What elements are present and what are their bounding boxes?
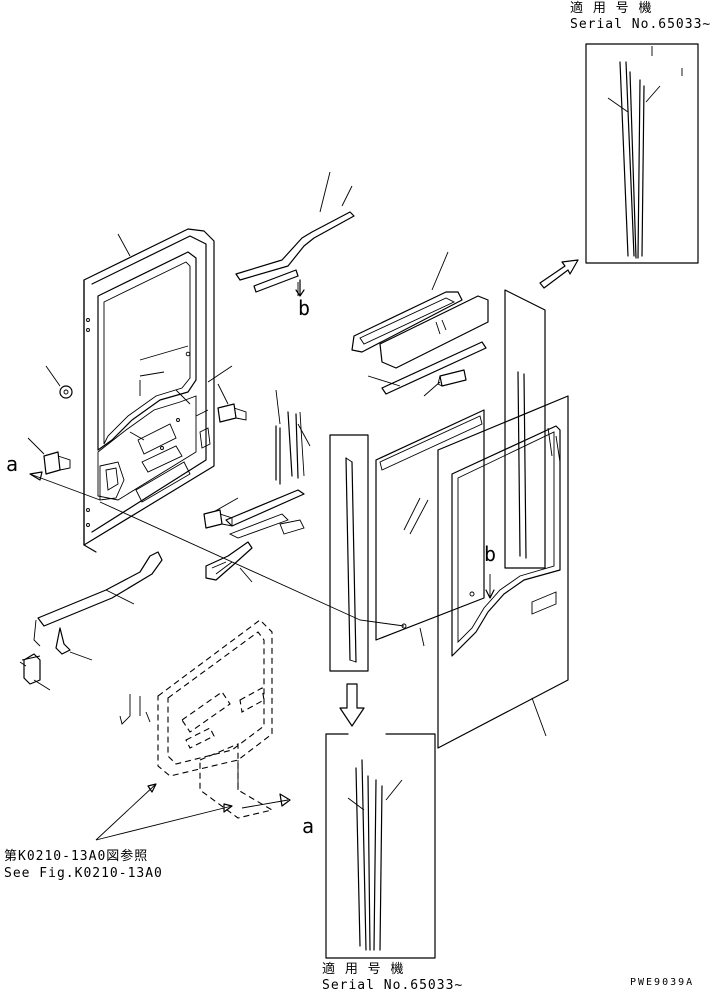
window-seal-box	[504, 289, 546, 569]
serial-bottom-en: Serial No.65033∼	[322, 978, 464, 993]
reference-jp: 第K0210-13A0図参照	[4, 849, 149, 864]
seal-detail-box	[329, 434, 369, 672]
detail-box-top	[585, 43, 699, 264]
hinge-assembly	[205, 489, 305, 583]
part-leader-ticks	[117, 233, 233, 441]
inner-trim-panel	[119, 619, 274, 819]
drawing-code: PWE9039A	[630, 977, 695, 988]
label-a-bottom: a	[302, 814, 315, 838]
serial-top-en: Serial No.65033∼	[570, 17, 712, 32]
bolt-upper	[423, 369, 467, 397]
serial-top-jp: 適 用 号 機	[570, 1, 653, 16]
door-frame	[83, 228, 215, 553]
callout-leaders	[29, 279, 495, 841]
detail-box-bottom	[325, 733, 436, 959]
lower-arm-strip	[19, 551, 163, 691]
reference-en: See Fig.K0210-13A0	[4, 866, 163, 881]
vertical-seals	[275, 389, 311, 485]
outer-door-panel	[437, 395, 569, 749]
glass-pane	[375, 409, 485, 647]
upper-channel	[351, 251, 489, 395]
detail-arrow-bottom	[339, 683, 365, 727]
label-b-upper: b	[298, 296, 311, 320]
label-b-right: b	[484, 542, 497, 566]
bolts-left	[27, 365, 247, 529]
label-a-left: a	[6, 452, 19, 476]
serial-bottom-jp: 適 用 号 機	[322, 962, 405, 977]
upper-seal-strip	[235, 171, 355, 293]
detail-arrow-top	[539, 259, 579, 289]
